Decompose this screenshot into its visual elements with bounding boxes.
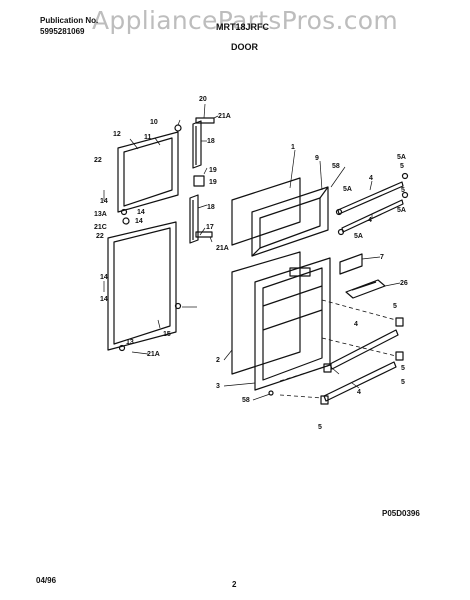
fresh-food-door-panel bbox=[231, 251, 301, 375]
callout: 4 bbox=[368, 217, 372, 224]
leader-dashes bbox=[279, 299, 397, 399]
callout: 5A bbox=[397, 154, 406, 161]
callout: 5 bbox=[318, 424, 322, 431]
callout: 18 bbox=[207, 138, 215, 145]
callout-labels: 20 21A 10 12 11 18 22 19 19 14 13A 14 14… bbox=[94, 96, 408, 431]
callout: 10 bbox=[150, 119, 158, 126]
trim-bar-lower bbox=[189, 194, 199, 244]
callout: 13 bbox=[126, 339, 134, 346]
hinge-bracket bbox=[195, 231, 213, 238]
callout: 4 bbox=[357, 389, 361, 396]
callout: 2 bbox=[216, 357, 220, 364]
freezer-door-panel bbox=[231, 177, 301, 246]
callout: 5 bbox=[401, 187, 405, 194]
callout: 5A bbox=[354, 233, 363, 240]
leader-lines bbox=[103, 103, 401, 401]
handle bbox=[339, 253, 363, 275]
callout: 18 bbox=[207, 204, 215, 211]
section-title: DOOR bbox=[231, 42, 258, 52]
end-cap-small bbox=[401, 172, 409, 180]
callout: 7 bbox=[380, 254, 384, 261]
shelf-bar-lower-1 bbox=[329, 329, 399, 370]
watermark: AppliancePartsPros.com bbox=[92, 6, 399, 35]
callout: 5A bbox=[397, 207, 406, 214]
end-cap-small bbox=[335, 208, 343, 216]
callout: 11 bbox=[144, 134, 152, 141]
hinge-pin bbox=[174, 124, 182, 132]
callout: 58 bbox=[332, 163, 340, 170]
plug-button bbox=[174, 302, 182, 310]
callout: 5 bbox=[400, 163, 404, 170]
callout: 4 bbox=[369, 175, 373, 182]
callout: 15 bbox=[163, 331, 171, 338]
callout: 21A bbox=[147, 351, 160, 358]
screw bbox=[118, 344, 126, 352]
callout: 14 bbox=[100, 198, 108, 205]
callout: 58 bbox=[242, 397, 250, 404]
callout: 20 bbox=[199, 96, 207, 103]
model-number: MRT18JRFC bbox=[216, 22, 270, 32]
callout: 22 bbox=[94, 157, 102, 164]
callout: 5A bbox=[343, 186, 352, 193]
callout: 19 bbox=[209, 179, 217, 186]
end-cap-small bbox=[337, 228, 345, 236]
freezer-gasket bbox=[117, 131, 179, 213]
end-cap bbox=[395, 317, 404, 327]
callout: 5 bbox=[393, 303, 397, 310]
hinge-top bbox=[195, 117, 215, 124]
callout: 12 bbox=[113, 131, 121, 138]
callout: 1 bbox=[291, 144, 295, 151]
footer-date: 04/96 bbox=[36, 576, 57, 585]
publication-label: Publication No. bbox=[40, 16, 99, 25]
end-cap-small bbox=[401, 191, 409, 199]
end-cap bbox=[323, 363, 332, 373]
diagram-code: P05D0396 bbox=[382, 509, 420, 518]
callout: 14 bbox=[100, 296, 108, 303]
fresh-food-door-liner bbox=[254, 257, 331, 391]
freezer-door-liner bbox=[251, 186, 329, 257]
callout: 14 bbox=[137, 209, 145, 216]
hinge-center bbox=[193, 175, 205, 187]
callout: 21A bbox=[218, 113, 231, 120]
callout: 22 bbox=[96, 233, 104, 240]
callout: 14 bbox=[135, 218, 143, 225]
callout: 14 bbox=[100, 274, 108, 281]
screw-lower bbox=[268, 390, 274, 396]
fresh-food-gasket bbox=[107, 221, 177, 351]
callout: 21A bbox=[216, 245, 229, 252]
callout: 5 bbox=[401, 379, 405, 386]
callout: 26 bbox=[400, 280, 408, 287]
door-stop bbox=[122, 217, 130, 225]
shelf-bar-upper-1 bbox=[337, 181, 404, 215]
door-stop-lower bbox=[120, 208, 128, 216]
callout: 9 bbox=[315, 155, 319, 162]
callout: 19 bbox=[209, 167, 217, 174]
publication-number: 5995281069 bbox=[40, 27, 85, 36]
egg-tray bbox=[345, 279, 386, 299]
callout: 5 bbox=[401, 365, 405, 372]
trim-bar-upper bbox=[192, 120, 202, 169]
callout: 4 bbox=[354, 321, 358, 328]
callout: 17 bbox=[206, 224, 214, 231]
callout: 13A bbox=[94, 211, 107, 218]
end-cap bbox=[395, 351, 404, 361]
page-number: 2 bbox=[232, 580, 237, 589]
shelf-bar-lower-2 bbox=[323, 361, 397, 402]
callout: 21C bbox=[94, 224, 107, 231]
end-cap bbox=[320, 395, 329, 405]
callout: 3 bbox=[216, 383, 220, 390]
